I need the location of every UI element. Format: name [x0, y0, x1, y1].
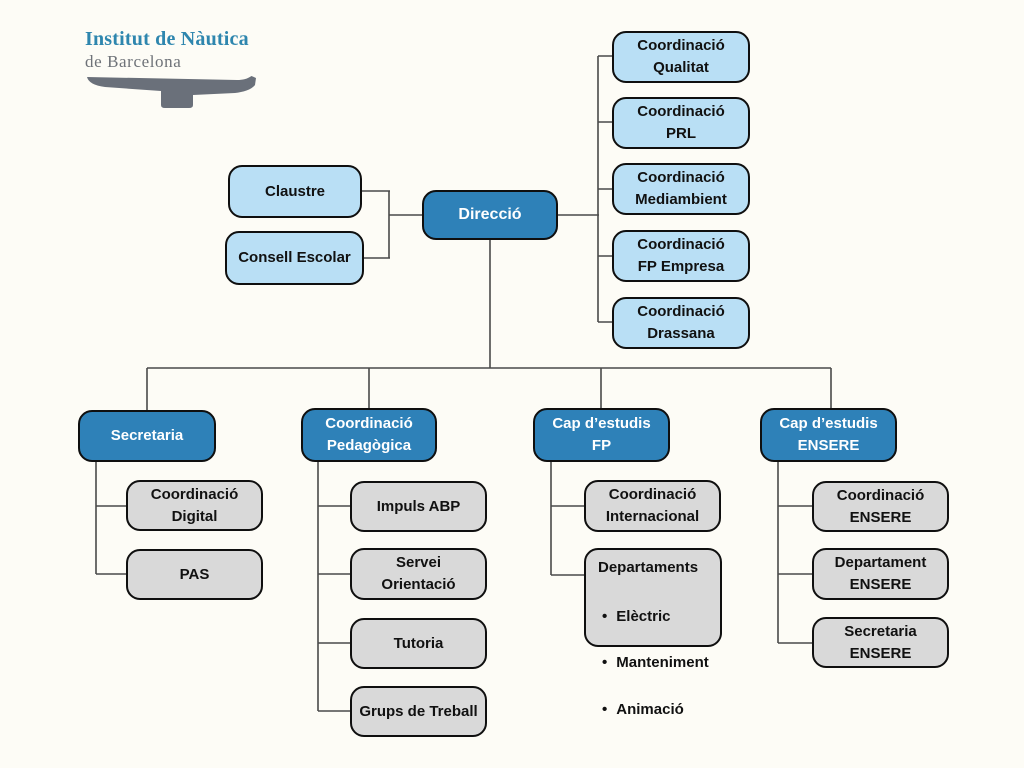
node-coordinacio-digital: Coordinació Digital	[126, 480, 263, 531]
node-coordinacio-fp-empresa: Coordinació FP Empresa	[612, 230, 750, 282]
list-item: • Animació	[598, 699, 709, 721]
node-cap-destudis-fp: Cap d’estudis FP	[533, 408, 670, 462]
departaments-list: • Elèctric • Manteniment • Animació	[598, 581, 709, 742]
bullet-icon: •	[602, 607, 608, 625]
list-item: • Elèctric	[598, 606, 709, 628]
node-secretaria: Secretaria	[78, 410, 216, 462]
departament-manteniment: Manteniment	[616, 654, 709, 671]
node-consell-escolar: Consell Escolar	[225, 231, 364, 285]
logo-title: Institut de Nàutica	[85, 28, 249, 50]
logo-subtitle: de Barcelona	[85, 52, 182, 71]
node-coordinacio-mediambient: Coordinació Mediambient	[612, 163, 750, 215]
node-coordinacio-internacional: Coordinació Internacional	[584, 480, 721, 532]
node-pas: PAS	[126, 549, 263, 600]
node-cap-destudis-ensere: Cap d’estudis ENSERE	[760, 408, 897, 462]
departament-electric: Elèctric	[616, 607, 671, 625]
node-impuls-abp: Impuls ABP	[350, 481, 487, 532]
departament-animacio: Animació	[616, 700, 684, 718]
node-coordinacio-ensere: Coordinació ENSERE	[812, 481, 949, 532]
node-secretaria-ensere: Secretaria ENSERE	[812, 617, 949, 668]
node-coordinacio-drassana: Coordinació Drassana	[612, 297, 750, 349]
sailboat-hull-icon	[87, 76, 256, 108]
node-direccio: Direcció	[422, 190, 558, 240]
node-grups-de-treball: Grups de Treball	[350, 686, 487, 737]
bullet-icon: •	[602, 700, 608, 718]
node-claustre: Claustre	[228, 165, 362, 218]
node-departaments: Departaments • Elèctric • Manteniment • …	[584, 548, 722, 718]
node-coordinacio-pedagogica: Coordinació Pedagògica	[301, 408, 437, 462]
bullet-icon: •	[602, 654, 608, 671]
node-coordinacio-prl: Coordinació PRL	[612, 97, 750, 149]
node-servei-orientacio: Servei Orientació	[350, 548, 487, 600]
logo: Institut de Nàutica de Barcelona	[85, 28, 275, 110]
departaments-title: Departaments	[598, 559, 699, 576]
list-item: • Manteniment	[598, 652, 709, 674]
node-coordinacio-qualitat: Coordinació Qualitat	[612, 31, 750, 83]
node-departament-ensere: Departament ENSERE	[812, 548, 949, 600]
node-tutoria: Tutoria	[350, 618, 487, 669]
